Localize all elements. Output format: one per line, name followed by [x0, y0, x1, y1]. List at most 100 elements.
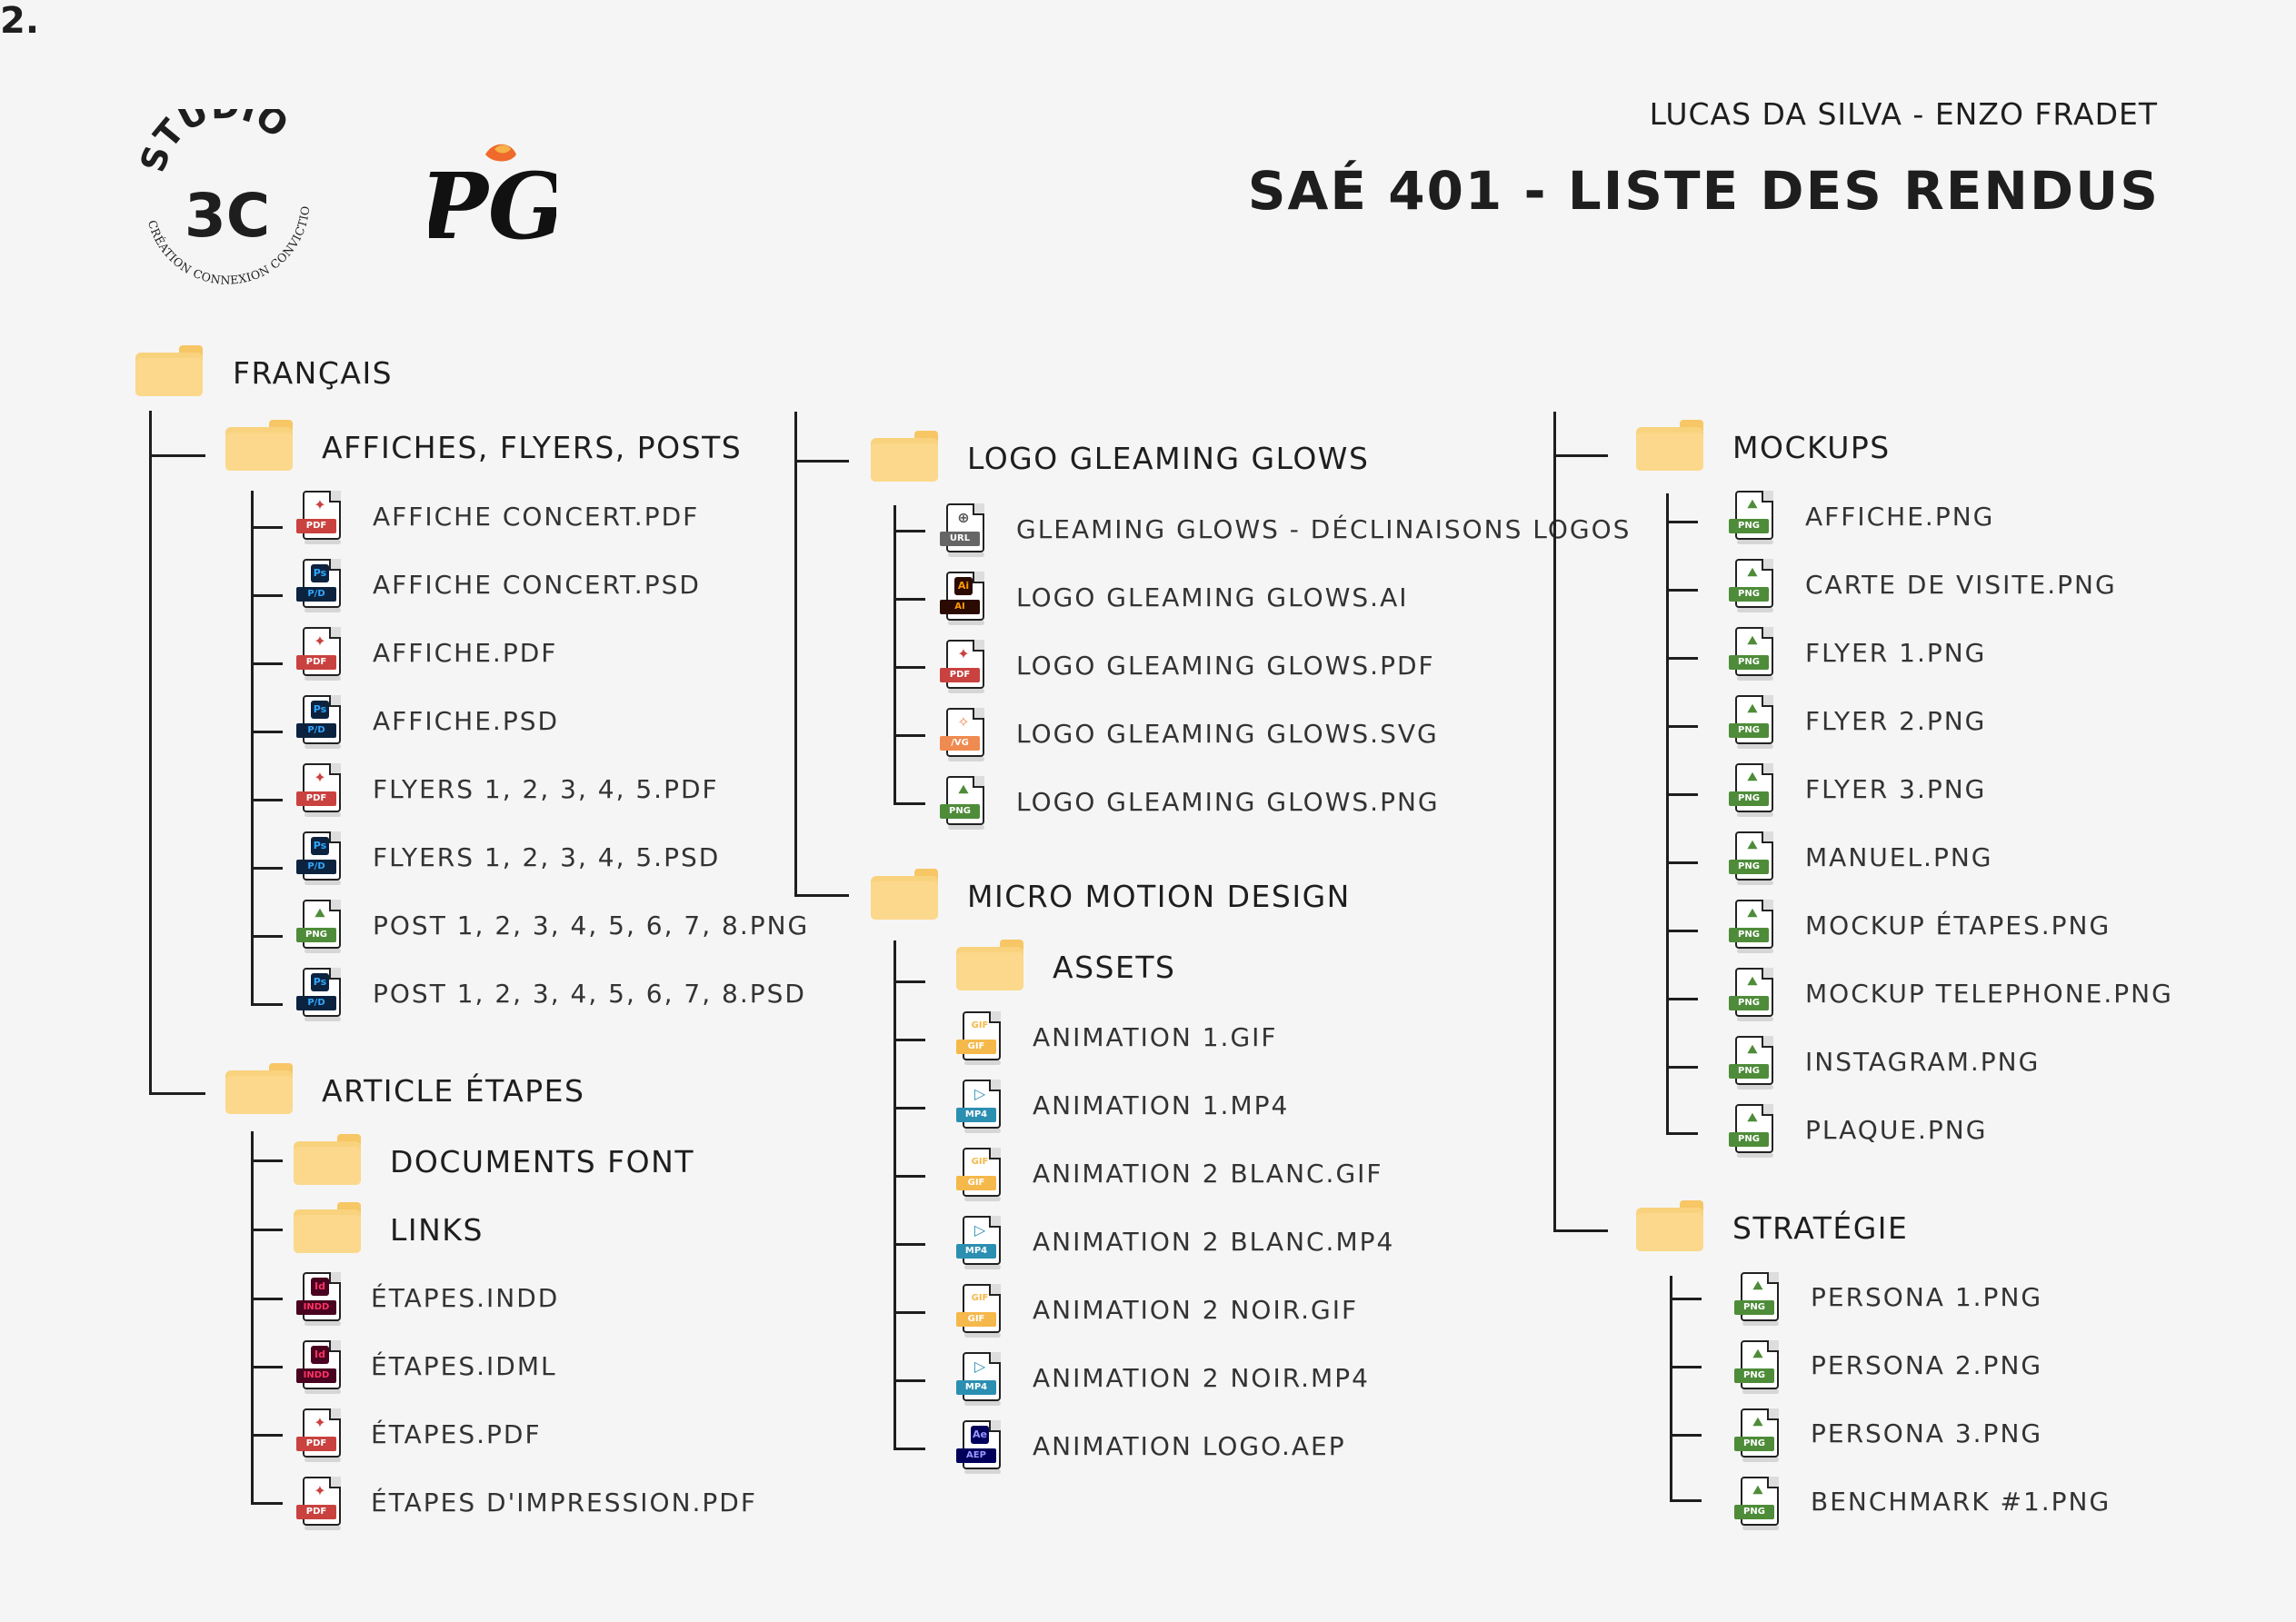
pg-logo-icon: PG	[417, 144, 565, 260]
png-file-icon: ⛰PNG	[1734, 1270, 1782, 1326]
folder-icon	[1636, 420, 1703, 471]
url-file-icon: ⊕URL	[940, 502, 987, 557]
pdf-file-icon: ✦PDF	[296, 489, 344, 544]
png-file-icon: ⛰PNG	[1734, 1407, 1782, 1462]
folder-links-label: LINKS	[390, 1212, 484, 1248]
png-file-icon: ⛰PNG	[1729, 1102, 1776, 1158]
file-name[interactable]: PERSONA 1.PNG	[1811, 1282, 2043, 1312]
folder-article-label: ARTICLE ÉTAPES	[322, 1073, 585, 1109]
folder-icon	[294, 1202, 361, 1253]
file-name[interactable]: MOCKUP TELEPHONE.PNG	[1805, 979, 2173, 1009]
file-name[interactable]: CARTE DE VISITE.PNG	[1805, 570, 2117, 600]
png-file-icon: ⛰PNG	[1734, 1475, 1782, 1530]
svg-file-icon: ✧/VG	[940, 706, 987, 761]
folder-documents-font-label: DOCUMENTS FONT	[390, 1144, 694, 1179]
file-name[interactable]: LOGO GLEAMING GLOWS.PDF	[1016, 651, 1435, 681]
png-file-icon: ⛰PNG	[1729, 1034, 1776, 1090]
studio-3c-logo: STUDIO 3C CRÉATION CONNEXION CONVICTION	[131, 86, 318, 291]
file-name[interactable]: PERSONA 3.PNG	[1811, 1418, 2043, 1448]
png-file-icon: ⛰PNG	[1729, 761, 1776, 817]
png-file-icon: ⛰PNG	[1729, 557, 1776, 612]
mp4-file-icon: ▷MP4	[956, 1078, 1003, 1133]
pdf-file-icon: ✦PDF	[296, 1407, 344, 1462]
pdf-file-icon: ✦PDF	[296, 625, 344, 681]
folder-icon	[294, 1134, 361, 1185]
studio-3c-logo-icon: STUDIO 3C CRÉATION CONNEXION CONVICTION	[131, 86, 312, 287]
file-name[interactable]: FLYERS 1, 2, 3, 4, 5.PSD	[373, 842, 721, 872]
file-name[interactable]: AFFICHE CONCERT.PSD	[373, 570, 701, 600]
file-name[interactable]: POST 1, 2, 3, 4, 5, 6, 7, 8.PNG	[373, 911, 810, 940]
file-name[interactable]: MANUEL.PNG	[1805, 842, 1993, 872]
file-name[interactable]: ANIMATION 2 NOIR.GIF	[1033, 1295, 1359, 1325]
folder-motion-label: MICRO MOTION DESIGN	[967, 879, 1351, 914]
pg-logo-mark: PG	[429, 153, 556, 259]
file-name[interactable]: PLAQUE.PNG	[1805, 1115, 1988, 1145]
png-file-icon: ⛰PNG	[1729, 625, 1776, 681]
folder-icon	[135, 345, 203, 396]
file-name[interactable]: ANIMATION LOGO.AEP	[1033, 1431, 1346, 1461]
file-name[interactable]: INSTAGRAM.PNG	[1805, 1047, 2041, 1077]
file-name[interactable]: ÉTAPES.IDML	[371, 1351, 557, 1381]
pdf-file-icon: ✦PDF	[940, 638, 987, 693]
file-name[interactable]: POST 1, 2, 3, 4, 5, 6, 7, 8.PSD	[373, 979, 806, 1009]
folder-icon	[1636, 1200, 1703, 1251]
file-name[interactable]: AFFICHE.PNG	[1805, 502, 1995, 532]
file-name[interactable]: AFFICHE.PDF	[373, 638, 558, 668]
png-file-icon: ⛰PNG	[1729, 830, 1776, 885]
page-number: 2.	[0, 0, 40, 42]
pdf-file-icon: ✦PDF	[296, 761, 344, 817]
file-name[interactable]: FLYER 2.PNG	[1805, 706, 1987, 736]
file-name[interactable]: GLEAMING GLOWS - DÉCLINAISONS LOGOS	[1016, 514, 1632, 544]
svg-text:STUDIO: STUDIO	[136, 109, 295, 176]
file-name[interactable]: AFFICHE.PSD	[373, 706, 560, 736]
folder-affiches-label: AFFICHES, FLYERS, POSTS	[322, 430, 743, 465]
file-name[interactable]: ÉTAPES.INDD	[371, 1283, 560, 1313]
file-name[interactable]: ANIMATION 2 BLANC.GIF	[1033, 1159, 1383, 1189]
file-name[interactable]: ANIMATION 2 NOIR.MP4	[1033, 1363, 1370, 1393]
file-name[interactable]: ÉTAPES D'IMPRESSION.PDF	[371, 1488, 757, 1518]
file-name[interactable]: LOGO GLEAMING GLOWS.PNG	[1016, 787, 1440, 817]
pdf-file-icon: ✦PDF	[296, 1475, 344, 1530]
page-title: SAÉ 401 - LISTE DES RENDUS	[1247, 160, 2160, 222]
file-name[interactable]: ANIMATION 1.GIF	[1033, 1022, 1278, 1052]
folder-strategie-label: STRATÉGIE	[1732, 1210, 1909, 1246]
file-name[interactable]: FLYER 1.PNG	[1805, 638, 1987, 668]
png-file-icon: ⛰PNG	[940, 774, 987, 830]
file-name[interactable]: ANIMATION 1.MP4	[1033, 1090, 1290, 1120]
folder-icon	[956, 940, 1023, 990]
folder-icon	[871, 431, 938, 482]
folder-mockups-label: MOCKUPS	[1732, 430, 1891, 465]
authors: LUCAS DA SILVA - ENZO FRADET	[1649, 96, 2158, 132]
folder-assets-label: ASSETS	[1053, 950, 1176, 985]
png-file-icon: ⛰PNG	[1729, 693, 1776, 749]
pg-logo: PG	[417, 136, 565, 260]
file-name[interactable]: PERSONA 2.PNG	[1811, 1350, 2043, 1380]
file-name[interactable]: AFFICHE CONCERT.PDF	[373, 502, 700, 532]
png-file-icon: ⛰PNG	[1729, 489, 1776, 544]
file-name[interactable]: FLYER 3.PNG	[1805, 774, 1987, 804]
mp4-file-icon: ▷MP4	[956, 1350, 1003, 1406]
file-name[interactable]: LOGO GLEAMING GLOWS.SVG	[1016, 719, 1439, 749]
file-name[interactable]: ANIMATION 2 BLANC.MP4	[1033, 1227, 1395, 1257]
folder-icon	[225, 1063, 293, 1114]
file-name[interactable]: FLYERS 1, 2, 3, 4, 5.PDF	[373, 774, 719, 804]
file-name[interactable]: MOCKUP ÉTAPES.PNG	[1805, 911, 2111, 940]
png-file-icon: ⛰PNG	[1734, 1338, 1782, 1394]
studio-logo-word: STUDIO	[133, 86, 295, 177]
mp4-file-icon: ▷MP4	[956, 1214, 1003, 1269]
folder-icon	[225, 420, 293, 471]
file-name[interactable]: BENCHMARK #1.PNG	[1811, 1487, 2111, 1517]
folder-logo-label: LOGO GLEAMING GLOWS	[967, 441, 1370, 476]
file-name[interactable]: LOGO GLEAMING GLOWS.AI	[1016, 582, 1409, 612]
file-name[interactable]: ÉTAPES.PDF	[371, 1419, 542, 1449]
